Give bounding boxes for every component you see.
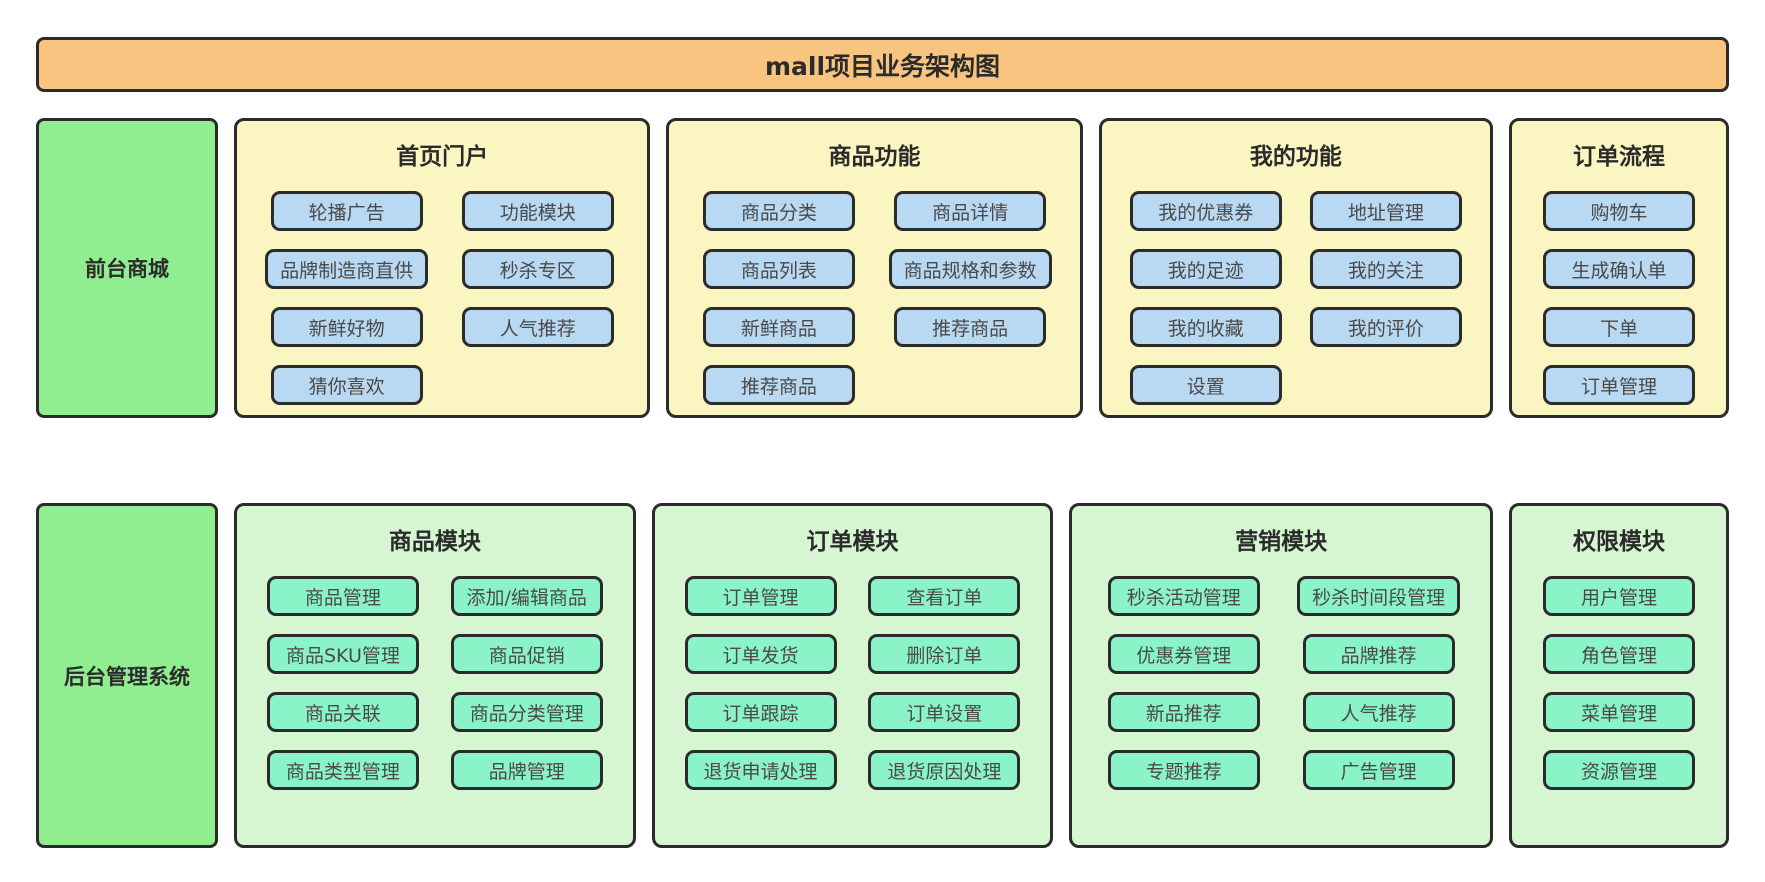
diagram-node: 专题推荐: [1107, 750, 1260, 790]
diagram-node: 我的足迹: [1129, 249, 1282, 289]
diagram-node: 商品分类管理: [450, 692, 603, 732]
diagram-node: 新鲜商品: [702, 307, 855, 347]
panel-title: 首页门户: [396, 144, 489, 170]
diagram-node: 生成确认单: [1543, 249, 1695, 289]
diagram-node: 设置: [1129, 365, 1282, 405]
panel-node-grid: 秒杀活动管理 秒杀时间段管理 优惠券管理 品牌推荐 新品推荐 人气推荐 专题推荐…: [1086, 576, 1476, 790]
diagram-node: 秒杀专区: [461, 249, 614, 289]
diagram-panel: 营销模块 秒杀活动管理 秒杀时间段管理 优惠券管理 品牌推荐 新品推荐 人气推荐…: [1069, 503, 1493, 848]
diagram-node: 角色管理: [1543, 634, 1695, 674]
diagram-panel: 首页门户 轮播广告 功能模块 品牌制造商直供 秒杀专区 新鲜好物 人气推荐 猜你…: [234, 118, 651, 418]
diagram-node: 我的优惠券: [1129, 191, 1282, 231]
diagram-node: 商品类型管理: [266, 750, 419, 790]
diagram-node: 菜单管理: [1543, 692, 1695, 732]
diagram-node: 品牌推荐: [1302, 634, 1455, 674]
diagram-node: 商品关联: [266, 692, 419, 732]
diagram-node: 新品推荐: [1107, 692, 1260, 732]
panel-title: 商品功能: [828, 144, 921, 170]
diagram-node: 订单跟踪: [684, 692, 837, 732]
diagram-node: 我的评价: [1309, 307, 1462, 347]
panel-title: 权限模块: [1573, 529, 1665, 555]
diagram-node: 退货申请处理: [684, 750, 837, 790]
diagram-node: 查看订单: [868, 576, 1021, 616]
diagram-node: 退货原因处理: [868, 750, 1021, 790]
diagram-node: 推荐商品: [702, 365, 855, 405]
diagram-node: 商品促销: [450, 634, 603, 674]
panel-title: 商品模块: [388, 529, 481, 555]
diagram-panel: 权限模块 用户管理 角色管理 菜单管理 资源管理: [1509, 503, 1729, 848]
diagram-node: 商品分类: [702, 191, 855, 231]
diagram-node: 商品规格和参数: [888, 249, 1052, 289]
panel-node-grid: 商品分类 商品详情 商品列表 商品规格和参数 新鲜商品 推荐商品 推荐商品: [683, 191, 1065, 405]
diagram-node: 优惠券管理: [1107, 634, 1260, 674]
diagram-node: 人气推荐: [461, 307, 614, 347]
diagram-node: 资源管理: [1543, 750, 1695, 790]
section-label-back: 后台管理系统: [36, 503, 218, 848]
diagram-node: 我的关注: [1309, 249, 1462, 289]
section-row-back: 后台管理系统 商品模块 商品管理 添加/编辑商品 商品SKU管理 商品促销 商品…: [36, 503, 1729, 848]
diagram-panel: 商品模块 商品管理 添加/编辑商品 商品SKU管理 商品促销 商品关联 商品分类…: [234, 503, 636, 848]
diagram-node: 下单: [1543, 307, 1695, 347]
panel-node-grid: 购物车 生成确认单 下单 订单管理: [1526, 191, 1712, 405]
panel-title: 营销模块: [1235, 529, 1328, 555]
diagram-node: 用户管理: [1543, 576, 1695, 616]
diagram-title-banner: mall项目业务架构图: [36, 37, 1729, 92]
diagram-node: 广告管理: [1302, 750, 1455, 790]
diagram-node: 添加/编辑商品: [450, 576, 603, 616]
diagram-panel: 订单模块 订单管理 查看订单 订单发货 删除订单 订单跟踪 订单设置 退货申请处…: [651, 503, 1054, 848]
panel-title: 我的功能: [1249, 144, 1342, 170]
section-row-front: 前台商城 首页门户 轮播广告 功能模块 品牌制造商直供 秒杀专区 新鲜好物 人气…: [36, 118, 1729, 418]
diagram-node: 商品管理: [266, 576, 419, 616]
panel-node-grid: 用户管理 角色管理 菜单管理 资源管理: [1526, 576, 1712, 790]
diagram-panel: 订单流程 购物车 生成确认单 下单 订单管理: [1509, 118, 1729, 418]
diagram-node: 购物车: [1543, 191, 1695, 231]
panel-node-grid: 订单管理 查看订单 订单发货 删除订单 订单跟踪 订单设置 退货申请处理 退货原…: [669, 576, 1037, 790]
panel-node-grid: 轮播广告 功能模块 品牌制造商直供 秒杀专区 新鲜好物 人气推荐 猜你喜欢: [251, 191, 633, 405]
page-title: mall项目业务架构图: [764, 51, 1001, 81]
section-label-front: 前台商城: [36, 118, 218, 418]
diagram-node: 商品SKU管理: [266, 634, 419, 674]
diagram-node: 人气推荐: [1302, 692, 1455, 732]
diagram-node: 秒杀活动管理: [1107, 576, 1260, 616]
diagram-node: 订单设置: [868, 692, 1021, 732]
panel-title: 订单模块: [806, 529, 899, 555]
diagram-node: 功能模块: [461, 191, 614, 231]
diagram-node: 我的收藏: [1129, 307, 1282, 347]
panel-node-grid: 我的优惠券 地址管理 我的足迹 我的关注 我的收藏 我的评价 设置: [1116, 191, 1476, 405]
diagram-node: 订单发货: [684, 634, 837, 674]
diagram-rows: 前台商城 首页门户 轮播广告 功能模块 品牌制造商直供 秒杀专区 新鲜好物 人气…: [36, 118, 1729, 848]
diagram-node: 轮播广告: [270, 191, 423, 231]
diagram-node: 地址管理: [1309, 191, 1462, 231]
diagram-node: 删除订单: [868, 634, 1021, 674]
diagram-node: 品牌制造商直供: [265, 249, 429, 289]
diagram-node: 推荐商品: [894, 307, 1047, 347]
diagram-node: 新鲜好物: [270, 307, 423, 347]
diagram-node: 订单管理: [684, 576, 837, 616]
diagram-node: 猜你喜欢: [270, 365, 423, 405]
panel-title: 订单流程: [1573, 144, 1665, 170]
diagram-node: 商品详情: [894, 191, 1047, 231]
panel-node-grid: 商品管理 添加/编辑商品 商品SKU管理 商品促销 商品关联 商品分类管理 商品…: [251, 576, 619, 790]
diagram-node: 商品列表: [702, 249, 855, 289]
diagram-node: 秒杀时间段管理: [1297, 576, 1461, 616]
diagram-panel: 我的功能 我的优惠券 地址管理 我的足迹 我的关注 我的收藏 我的评价 设置: [1098, 118, 1493, 418]
diagram-node: 品牌管理: [450, 750, 603, 790]
diagram-node: 订单管理: [1543, 365, 1695, 405]
diagram-panel: 商品功能 商品分类 商品详情 商品列表 商品规格和参数 新鲜商品 推荐商品 推荐…: [666, 118, 1083, 418]
